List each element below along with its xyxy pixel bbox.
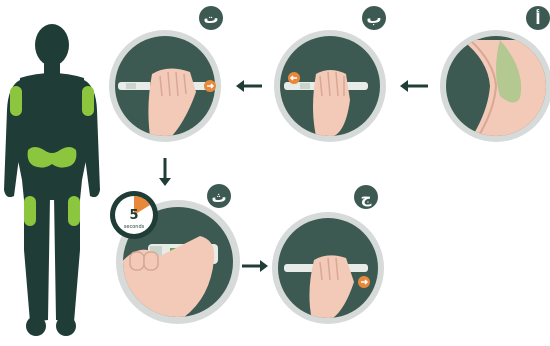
step-e-badge-label: ج (361, 189, 372, 207)
step-c-circle (109, 30, 221, 142)
injection-site-right-thigh (68, 196, 80, 226)
arrow-b-to-c (236, 80, 262, 92)
arrow-a-to-b (400, 80, 428, 92)
timer-icon: 5 seconds (110, 191, 158, 239)
injection-site-abdomen (27, 147, 77, 168)
step-d-badge-label: ث (211, 188, 226, 206)
step-e-badge: ج (354, 185, 378, 209)
arrow-d-to-e (242, 260, 268, 272)
injection-site-right-upper-arm (82, 86, 94, 116)
step-e-circle (272, 212, 384, 324)
step-c-badge-label: ت (203, 9, 218, 27)
timer-unit: seconds (124, 224, 145, 230)
step-b-circle (274, 30, 386, 142)
injection-site-left-thigh (24, 196, 36, 226)
step-a-badge: أ (526, 6, 550, 30)
step-b-badge-label: ب (366, 9, 381, 27)
timer-value: 5 (129, 208, 138, 223)
step-a-badge-label: أ (535, 9, 540, 28)
step-b-badge: ب (362, 6, 386, 30)
step-a-circle (440, 30, 550, 142)
body-figure (4, 24, 100, 336)
injection-site-left-upper-arm (10, 86, 22, 116)
step-c-badge: ت (199, 6, 223, 30)
step-d-badge: ث (207, 184, 231, 208)
arrow-c-to-d (159, 158, 171, 186)
